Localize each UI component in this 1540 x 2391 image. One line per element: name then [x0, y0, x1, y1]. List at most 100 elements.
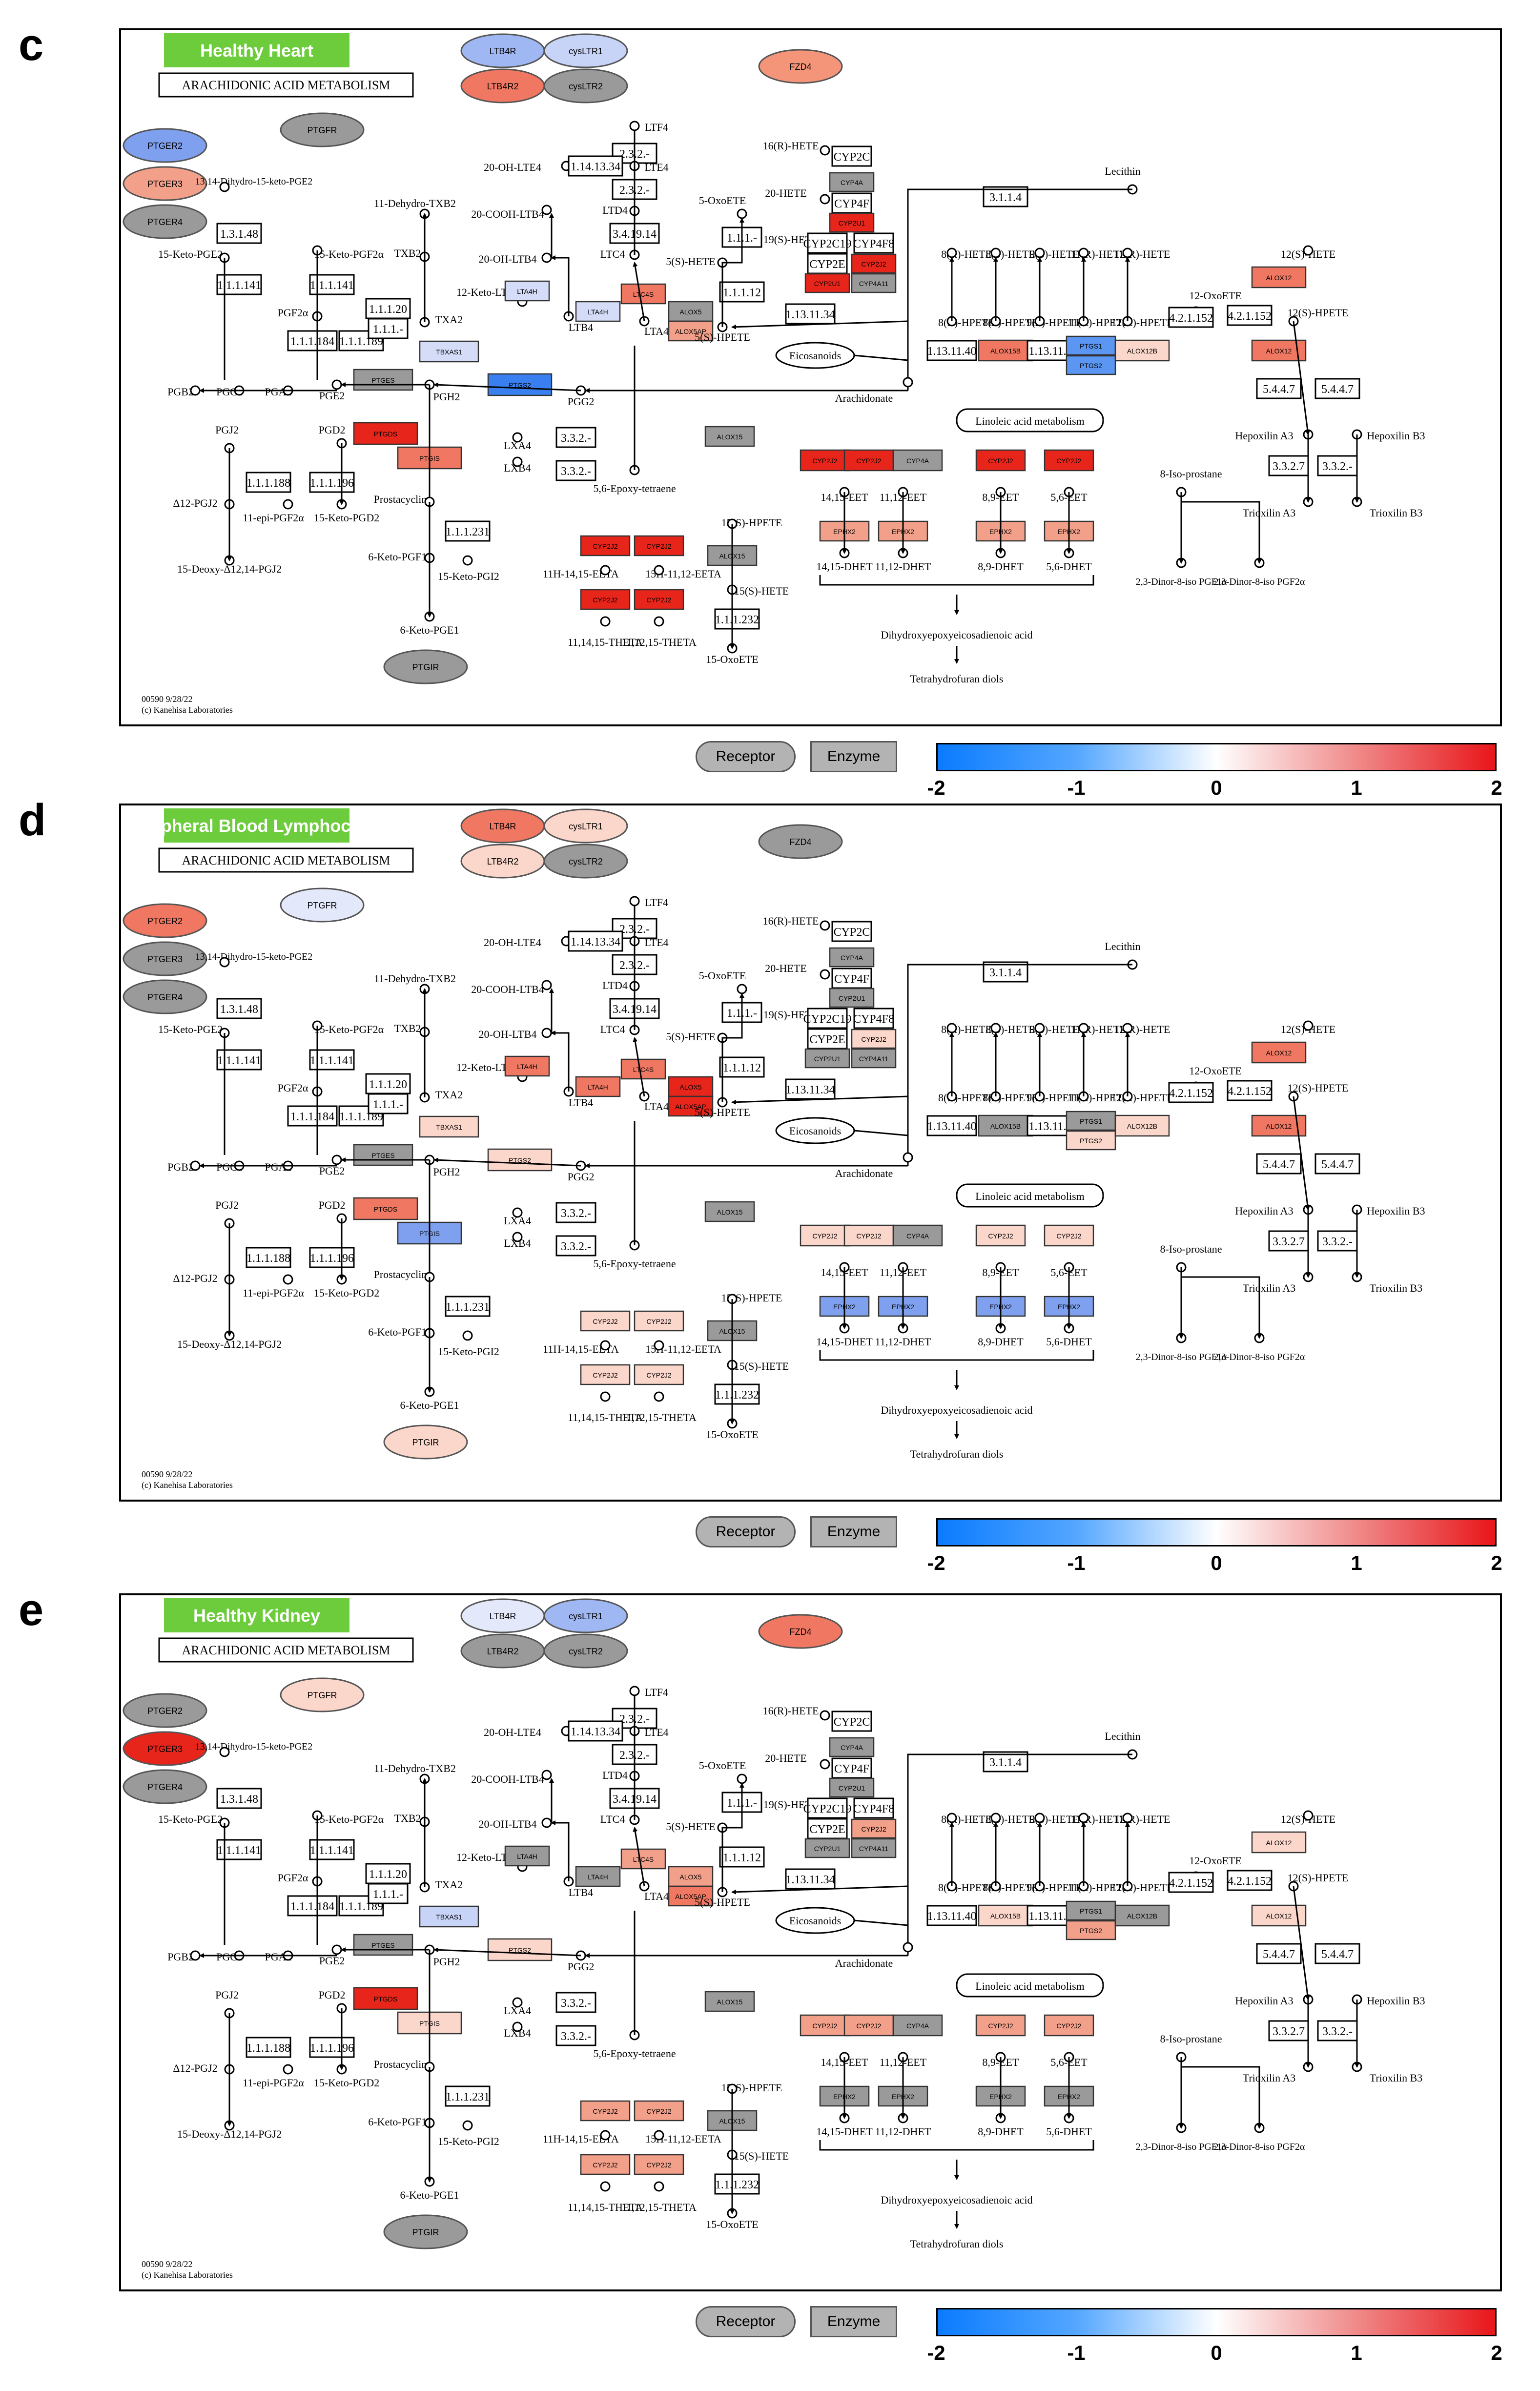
ec-number-box[interactable] — [1227, 1870, 1273, 1891]
ec-number-box[interactable] — [926, 1905, 977, 1926]
ec-number-box[interactable] — [853, 232, 894, 254]
gene-box-lta4h[interactable] — [575, 1076, 621, 1097]
gene-box-alox15b[interactable] — [978, 1114, 1033, 1137]
gene-box-cyp4a[interactable] — [829, 1737, 875, 1757]
receptor-ptger3[interactable] — [123, 1731, 207, 1766]
gene-box-cyp2j2[interactable] — [580, 2154, 631, 2175]
compound-node[interactable] — [629, 1686, 640, 1696]
compound-node[interactable] — [737, 1773, 747, 1784]
compound-node[interactable] — [1303, 245, 1314, 256]
receptor-ptgfr[interactable] — [280, 887, 365, 923]
gene-box-tbxas1[interactable] — [419, 1115, 479, 1138]
compound-node[interactable] — [331, 1944, 342, 1955]
ec-number-box[interactable] — [246, 472, 291, 493]
ec-number-box[interactable] — [1027, 1115, 1072, 1136]
gene-box-ptgs2[interactable] — [1066, 1130, 1116, 1151]
ec-number-box[interactable] — [714, 608, 760, 630]
ec-number-box[interactable] — [568, 155, 623, 177]
gene-box-cyp2j2[interactable] — [580, 1364, 631, 1385]
compound-node[interactable] — [600, 616, 611, 627]
compound-node[interactable] — [541, 205, 552, 215]
gene-box-cyp2j2[interactable] — [634, 2154, 684, 2175]
ec-number-box[interactable] — [1314, 1943, 1360, 1964]
ec-number-box[interactable] — [807, 1008, 848, 1029]
gene-box-cyp2j2[interactable] — [975, 2014, 1026, 2037]
gene-box-cyp2j2[interactable] — [851, 1029, 897, 1049]
compound-node[interactable] — [1303, 1810, 1314, 1821]
gene-box-ptgs1[interactable] — [1066, 1900, 1116, 1921]
compound-node[interactable] — [462, 2120, 473, 2131]
gene-box-lta4h[interactable] — [575, 1866, 621, 1887]
ec-number-box[interactable] — [807, 1797, 848, 1819]
receptor-fzd4[interactable] — [758, 824, 843, 859]
ec-number-box[interactable] — [368, 1093, 409, 1114]
ec-number-box[interactable] — [1317, 1230, 1358, 1252]
ec-number-box[interactable] — [287, 330, 338, 351]
receptor-ptgir[interactable] — [383, 1424, 468, 1460]
ec-number-box[interactable] — [853, 1008, 894, 1029]
receptor-ptgir[interactable] — [383, 2214, 468, 2249]
ec-number-box[interactable] — [555, 1992, 596, 2013]
compound-node[interactable] — [654, 2181, 664, 2192]
compound-node[interactable] — [541, 1770, 552, 1780]
gene-box-cyp2j2[interactable] — [634, 535, 684, 557]
receptor-fzd4[interactable] — [758, 1614, 843, 1649]
compound-node[interactable] — [541, 1028, 552, 1038]
ec-number-box[interactable] — [1256, 1153, 1302, 1175]
compound-node[interactable] — [283, 1274, 293, 1285]
gene-box-lta4h[interactable] — [504, 1055, 550, 1077]
gene-box-ptges[interactable] — [353, 1934, 413, 1956]
gene-box-lta4h[interactable] — [504, 1845, 550, 1867]
gene-box-lta4h[interactable] — [504, 280, 550, 302]
ec-number-box[interactable] — [983, 186, 1028, 207]
gene-box-cyp2j2[interactable] — [843, 2014, 894, 2037]
ec-number-box[interactable] — [1256, 1943, 1302, 1964]
gene-box-ptgis2[interactable] — [487, 1148, 553, 1172]
receptor-ptgfr[interactable] — [280, 1677, 365, 1712]
compound-node[interactable] — [1122, 1813, 1133, 1823]
ec-number-box[interactable] — [1227, 1080, 1273, 1101]
gene-box-cyp2u1[interactable] — [829, 1777, 875, 1798]
ec-number-box[interactable] — [1227, 305, 1273, 326]
gene-box-alox5ap[interactable] — [668, 320, 714, 342]
compound-node[interactable] — [331, 1154, 342, 1165]
gene-box-alox12[interactable] — [1251, 1041, 1307, 1064]
ec-number-box[interactable] — [1314, 378, 1360, 399]
ec-number-box[interactable] — [1027, 340, 1072, 361]
gene-box-alox15[interactable] — [704, 426, 755, 447]
gene-box-cyp4a11[interactable] — [851, 1048, 897, 1069]
compound-node[interactable] — [820, 1710, 830, 1721]
compound-node[interactable] — [990, 1023, 1001, 1033]
ec-number-box[interactable] — [309, 2037, 355, 2058]
compound-node[interactable] — [512, 432, 523, 443]
compound-node[interactable] — [512, 456, 523, 467]
compound-node[interactable] — [820, 1759, 830, 1770]
gene-box-cyp2j2[interactable] — [634, 1364, 684, 1385]
ec-number-box[interactable] — [1168, 1872, 1214, 1893]
compound-node[interactable] — [219, 1747, 230, 1757]
compound-node[interactable] — [903, 377, 913, 388]
compound-node[interactable] — [903, 1942, 913, 1953]
compound-node[interactable] — [600, 2130, 611, 2141]
gene-box-cyp2j2[interactable] — [851, 1818, 897, 1839]
gene-box-cyp2j2[interactable] — [851, 253, 897, 274]
gene-box-cyp2j2[interactable] — [975, 449, 1026, 472]
gene-box-cyp2j2[interactable] — [800, 449, 850, 472]
gene-box-cyp2u1[interactable] — [804, 1838, 850, 1858]
gene-box-ptgis2[interactable] — [487, 373, 553, 396]
compound-node[interactable] — [462, 555, 473, 566]
ec-number-box[interactable] — [309, 472, 355, 493]
compound-node[interactable] — [512, 1207, 523, 1218]
receptor-ptger4[interactable] — [123, 979, 207, 1014]
compound-node[interactable] — [512, 1997, 523, 2008]
receptor-ptger2[interactable] — [123, 903, 207, 938]
gene-box-alox5[interactable] — [668, 1866, 714, 1887]
gene-box-ltc4s[interactable] — [620, 1848, 666, 1870]
gene-box-cyp2j2[interactable] — [634, 589, 684, 610]
compound-node[interactable] — [903, 1152, 913, 1163]
compound-node[interactable] — [654, 2130, 664, 2141]
ec-number-box[interactable] — [216, 223, 262, 244]
ec-number-box[interactable] — [568, 930, 623, 952]
compound-node[interactable] — [654, 565, 664, 576]
gene-box-ptgis2[interactable] — [487, 1938, 553, 1961]
